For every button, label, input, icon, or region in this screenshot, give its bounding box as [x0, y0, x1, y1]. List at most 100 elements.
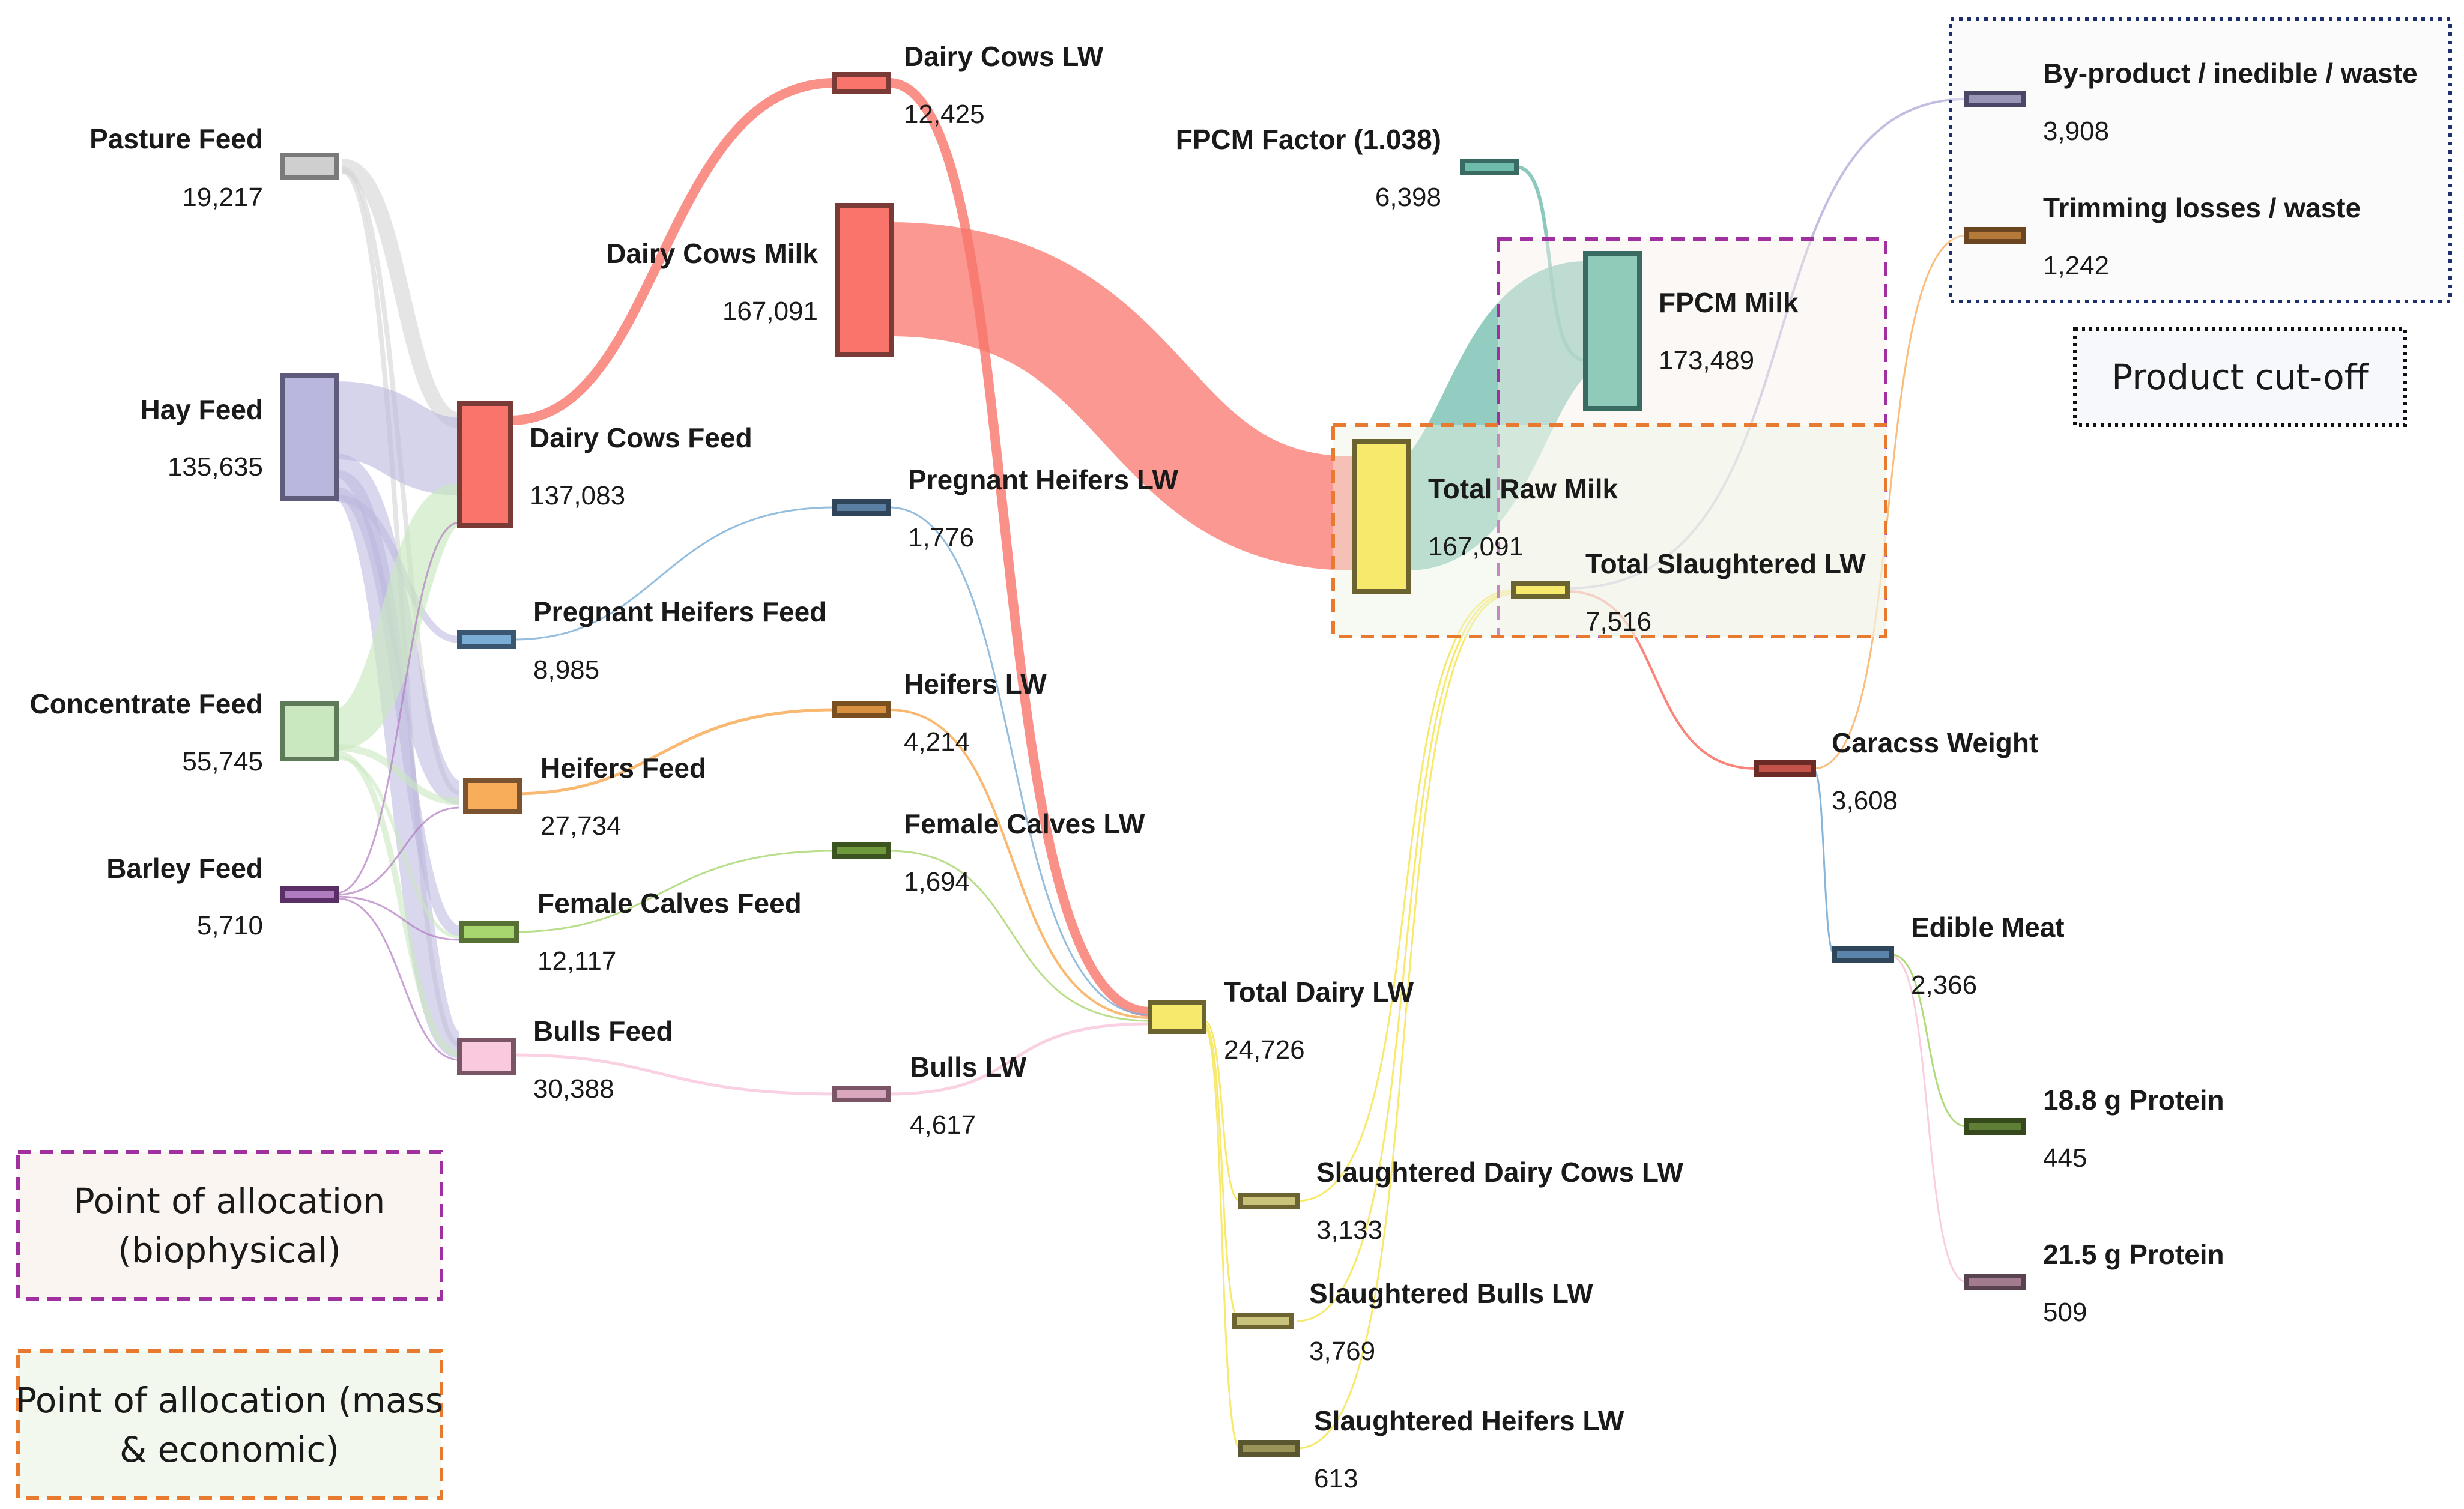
- svg-text:Barley Feed: Barley Feed: [106, 853, 263, 884]
- link-total-dairy-lw-to-slaughtered-heifers: [1203, 1026, 1241, 1450]
- link-slaughtered-bulls-to-total-slaughtered: [1297, 591, 1514, 1322]
- node-female-calves-feed[interactable]: Female Calves Feed 12,117: [459, 888, 802, 976]
- product-cutoff-label-box: Product cut-off: [2073, 327, 2407, 427]
- svg-text:3,133: 3,133: [1316, 1215, 1382, 1245]
- mass-economic-legend-box: Point of allocation (mass & economic): [16, 1349, 443, 1500]
- mass-economic-allocation-region: [1331, 423, 1887, 638]
- link-dairy-cows-milk-to-total-raw-milk: [888, 222, 1355, 570]
- node-fpcm-milk[interactable]: FPCM Milk 173,489: [1583, 251, 1799, 411]
- link-barley-to-heifers-feed: [336, 806, 460, 896]
- svg-text:8,985: 8,985: [533, 655, 599, 685]
- svg-text:6,398: 6,398: [1375, 183, 1441, 212]
- link-concentrate-to-heifers-feed: [336, 744, 460, 805]
- svg-text:Female Calves LW: Female Calves LW: [904, 808, 1145, 839]
- svg-text:Dairy Cows Feed: Dairy Cows Feed: [530, 422, 752, 453]
- svg-text:Concentrate Feed: Concentrate Feed: [29, 688, 263, 719]
- svg-text:Bulls LW: Bulls LW: [910, 1051, 1027, 1083]
- node-concentrate-feed[interactable]: Concentrate Feed 55,745: [29, 688, 339, 776]
- node-pasture-feed[interactable]: Pasture Feed 19,217: [89, 123, 339, 212]
- node-bulls-feed[interactable]: Bulls Feed 30,388: [457, 1015, 673, 1104]
- biophysical-legend-line1: Point of allocation: [74, 1181, 386, 1221]
- svg-text:Total Slaughtered LW: Total Slaughtered LW: [1585, 548, 1866, 579]
- link-fpcm-factor-to-fpcm-milk: [1516, 165, 1586, 362]
- node-pregnant-heifers-lw[interactable]: Pregnant Heifers LW 1,776: [832, 464, 1178, 552]
- link-barley-to-dairy-cows-feed: [336, 521, 460, 894]
- svg-text:1,694: 1,694: [904, 867, 970, 897]
- node-edible-meat[interactable]: Edible Meat 2,366: [1832, 912, 2065, 1000]
- node-slaughtered-heifers-lw[interactable]: Slaughtered Heifers LW 613: [1238, 1405, 1624, 1493]
- svg-text:Female Calves Feed: Female Calves Feed: [537, 888, 802, 919]
- svg-text:Caracss Weight: Caracss Weight: [1832, 727, 2038, 758]
- node-hay-feed[interactable]: Hay Feed 135,635: [140, 373, 339, 501]
- node-dairy-cows-feed[interactable]: Dairy Cows Feed 137,083: [457, 401, 752, 528]
- link-total-slaughtered-to-by-product: [1567, 98, 1967, 590]
- svg-text:18.8 g Protein: 18.8 g Protein: [2043, 1084, 2224, 1116]
- svg-text:135,635: 135,635: [168, 452, 263, 482]
- link-slaughtered-heifers-to-total-slaughtered: [1297, 593, 1514, 1450]
- svg-text:FPCM Factor (1.038): FPCM Factor (1.038): [1176, 124, 1441, 155]
- node-pregnant-heifers-feed[interactable]: Pregnant Heifers Feed 8,985: [457, 596, 826, 685]
- node-bulls-lw[interactable]: Bulls LW 4,617: [832, 1051, 1027, 1140]
- svg-text:3,908: 3,908: [2043, 116, 2109, 146]
- svg-text:55,745: 55,745: [182, 747, 263, 776]
- link-total-dairy-lw-to-slaughtered-bulls: [1203, 1023, 1241, 1322]
- svg-text:509: 509: [2043, 1298, 2087, 1327]
- node-slaughtered-dairy-cows-lw[interactable]: Slaughtered Dairy Cows LW 3,133: [1238, 1157, 1683, 1245]
- svg-text:Pregnant Heifers Feed: Pregnant Heifers Feed: [533, 596, 826, 627]
- node-protein-21-5[interactable]: 21.5 g Protein 509: [1964, 1239, 2224, 1327]
- link-edible-meat-to-protein-188: [1891, 954, 1967, 1128]
- node-fpcm-factor[interactable]: FPCM Factor (1.038) 6,398: [1176, 124, 1519, 212]
- svg-text:2,366: 2,366: [1911, 970, 1977, 1000]
- link-carcass-to-edible-meat: [1812, 769, 1836, 956]
- svg-text:7,516: 7,516: [1585, 607, 1651, 637]
- node-heifers-feed[interactable]: Heifers Feed 27,734: [463, 752, 706, 841]
- svg-text:27,734: 27,734: [540, 811, 622, 841]
- svg-text:1,242: 1,242: [2043, 251, 2109, 280]
- link-dairy-cows-lw-to-total-dairy-lw: [888, 78, 1151, 1017]
- link-barley-to-female-calves-feed: [336, 895, 460, 941]
- svg-text:Dairy Cows Milk: Dairy Cows Milk: [606, 238, 818, 269]
- svg-text:5,710: 5,710: [197, 911, 263, 940]
- node-total-slaughtered-lw[interactable]: Total Slaughtered LW 7,516: [1511, 548, 1866, 637]
- link-concentrate-to-dairy-cows-feed: [333, 483, 463, 751]
- svg-text:Trimming losses / waste: Trimming losses / waste: [2043, 192, 2361, 223]
- node-trimming-losses[interactable]: Trimming losses / waste 1,242: [1964, 192, 2361, 280]
- link-total-dairy-lw-to-slaughtered-dairy-cows: [1203, 1020, 1241, 1202]
- node-dairy-cows-lw[interactable]: Dairy Cows LW 12,425: [832, 41, 1104, 129]
- node-dairy-cows-milk[interactable]: Dairy Cows Milk 167,091: [606, 203, 894, 357]
- biophysical-legend-line2: (biophysical): [118, 1230, 341, 1271]
- node-protein-18-8[interactable]: 18.8 g Protein 445: [1964, 1084, 2224, 1173]
- svg-text:Pregnant Heifers LW: Pregnant Heifers LW: [908, 464, 1178, 495]
- svg-text:3,769: 3,769: [1309, 1337, 1375, 1366]
- svg-text:Edible Meat: Edible Meat: [1911, 912, 2065, 943]
- svg-text:137,083: 137,083: [530, 481, 625, 510]
- node-total-raw-milk[interactable]: Total Raw Milk 167,091: [1352, 439, 1618, 594]
- svg-text:Heifers Feed: Heifers Feed: [540, 752, 706, 784]
- svg-text:Slaughtered Heifers LW: Slaughtered Heifers LW: [1314, 1405, 1624, 1436]
- node-slaughtered-bulls-lw[interactable]: Slaughtered Bulls LW 3,769: [1232, 1278, 1593, 1366]
- node-heifers-lw[interactable]: Heifers LW 4,214: [832, 668, 1047, 757]
- link-heifers-feed-to-lw: [513, 708, 835, 796]
- node-female-calves-lw[interactable]: Female Calves LW 1,694: [832, 808, 1145, 897]
- mass-economic-legend-line2: & economic): [120, 1429, 339, 1470]
- node-carcass-weight[interactable]: Caracss Weight 3,608: [1754, 727, 2038, 815]
- svg-text:12,425: 12,425: [904, 100, 985, 129]
- link-total-slaughtered-to-carcass: [1567, 590, 1757, 770]
- node-barley-feed[interactable]: Barley Feed 5,710: [106, 853, 339, 940]
- svg-text:21.5 g Protein: 21.5 g Protein: [2043, 1239, 2224, 1270]
- node-total-dairy-lw[interactable]: Total Dairy LW 24,726: [1148, 976, 1414, 1065]
- svg-text:Hay Feed: Hay Feed: [140, 394, 263, 425]
- link-hay-to-dairy-cows-feed: [335, 381, 461, 495]
- nodes: Pasture Feed 19,217 Hay Feed 135,635 Con…: [29, 41, 2417, 1493]
- svg-text:By-product / inedible / waste: By-product / inedible / waste: [2043, 58, 2418, 89]
- link-bulls-feed-to-lw: [513, 1053, 835, 1096]
- link-carcass-to-trimming-losses: [1813, 234, 1967, 770]
- svg-text:Total Dairy LW: Total Dairy LW: [1224, 976, 1414, 1008]
- link-pregnant-heifers-lw-to-total-dairy-lw: [888, 506, 1151, 1016]
- svg-text:173,489: 173,489: [1659, 346, 1754, 375]
- link-barley-to-bulls-feed: [336, 897, 460, 1061]
- link-concentrate-to-bulls-feed: [336, 751, 460, 1057]
- svg-text:4,214: 4,214: [904, 727, 970, 757]
- node-by-product[interactable]: By-product / inedible / waste 3,908: [1964, 58, 2418, 146]
- svg-text:12,117: 12,117: [537, 946, 616, 976]
